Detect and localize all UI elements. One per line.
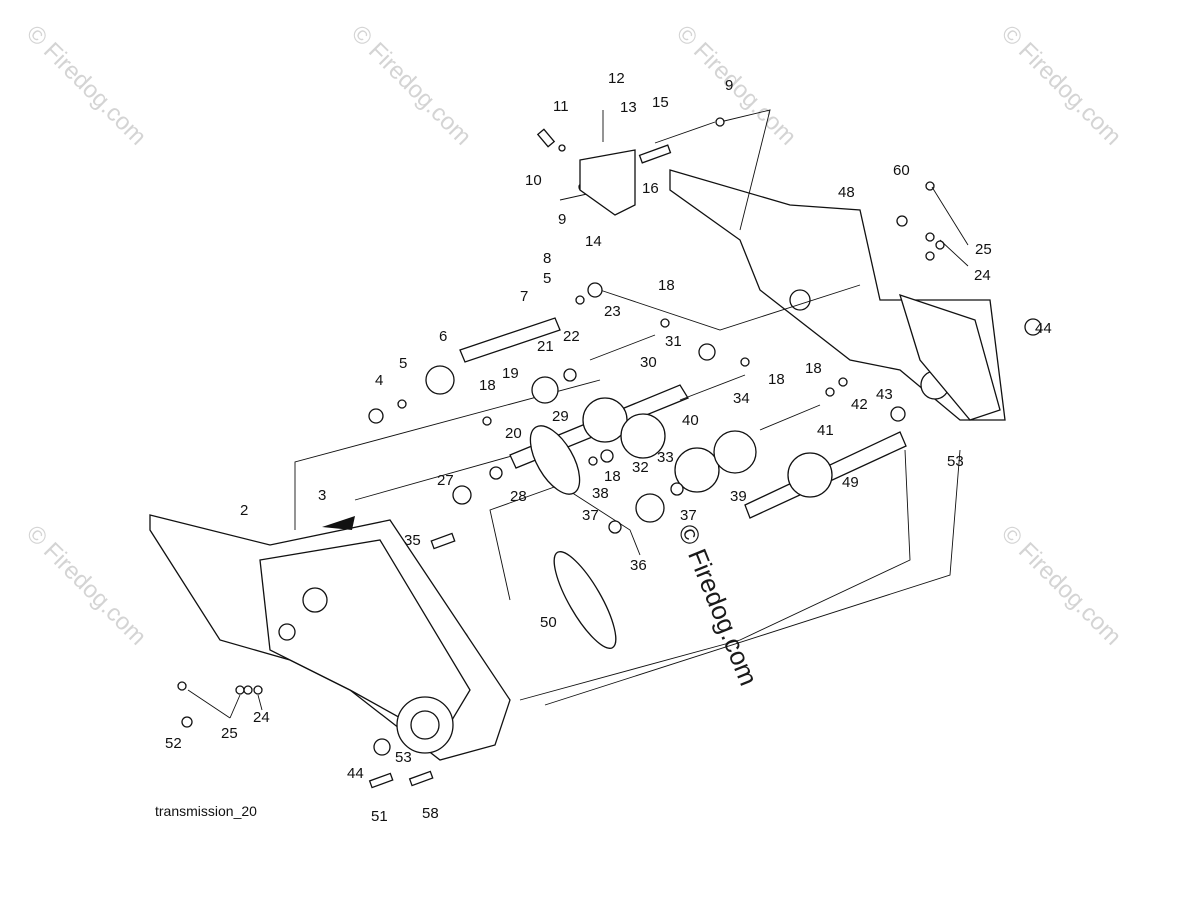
callout-label: 9 — [725, 77, 733, 94]
callout-label: 18 — [658, 277, 675, 294]
callout-label: 40 — [682, 412, 699, 429]
hardware — [177, 110, 1042, 789]
callout-label: 18 — [604, 468, 621, 485]
callout-label: 7 — [520, 288, 528, 305]
callout-label: 53 — [947, 453, 964, 470]
callout-label: 13 — [620, 99, 637, 116]
callout-label: 21 — [537, 338, 554, 355]
callout-label: 14 — [585, 233, 602, 250]
diagram-caption: transmission_20 — [155, 803, 257, 819]
callout-label: 42 — [851, 396, 868, 413]
callout-label: 30 — [640, 354, 657, 371]
callout-label: 18 — [768, 371, 785, 388]
callout-label: 53 — [395, 749, 412, 766]
callout-label: 24 — [974, 267, 991, 284]
callout-label: 19 — [502, 365, 519, 382]
callout-label: 60 — [893, 162, 910, 179]
callout-label: 5 — [399, 355, 407, 372]
callout-label: 31 — [665, 333, 682, 350]
callout-label: 34 — [733, 390, 750, 407]
callout-label: 22 — [563, 328, 580, 345]
callout-label: 32 — [632, 459, 649, 476]
callout-label: 50 — [540, 614, 557, 631]
callout-label: 24 — [253, 709, 270, 726]
right-housing — [669, 169, 1006, 421]
callout-label: 3 — [318, 487, 326, 504]
callout-label: 20 — [505, 425, 522, 442]
callout-label: 35 — [404, 532, 421, 549]
callout-label: 36 — [630, 557, 647, 574]
callout-label: 38 — [592, 485, 609, 502]
left-housing — [149, 514, 511, 761]
callout-label: 23 — [604, 303, 621, 320]
callout-label: 18 — [805, 360, 822, 377]
callout-label: 12 — [608, 70, 625, 87]
callout-label: 28 — [510, 488, 527, 505]
callout-label: 44 — [1035, 320, 1052, 337]
callout-label: 51 — [371, 808, 388, 825]
callout-label: 5 — [543, 270, 551, 287]
callout-label: 6 — [439, 328, 447, 345]
callout-label: 10 — [525, 172, 542, 189]
callout-label: 44 — [347, 765, 364, 782]
callout-label: 11 — [553, 98, 569, 115]
callout-label: 33 — [657, 449, 674, 466]
callout-label: 9 — [558, 211, 566, 228]
belts — [529, 425, 617, 649]
callout-label: 25 — [221, 725, 238, 742]
callout-label: 49 — [842, 474, 859, 491]
callout-label: 41 — [817, 422, 834, 439]
callout-label: 29 — [552, 408, 569, 425]
callout-label: 8 — [543, 250, 551, 267]
callout-label: 43 — [876, 386, 893, 403]
callout-label: 15 — [652, 94, 669, 111]
callout-label: 52 — [165, 735, 182, 752]
callout-label: 16 — [642, 180, 659, 197]
callout-label: 58 — [422, 805, 439, 822]
callout-label: 25 — [975, 241, 992, 258]
part-number-callouts: 2 3 4 5 5 6 7 8 9 9 10 11 12 13 14 15 16… — [165, 70, 1052, 825]
callout-label: 27 — [437, 472, 454, 489]
callout-leaders — [187, 186, 969, 719]
callout-label: 2 — [240, 502, 248, 519]
callout-label: 39 — [730, 488, 747, 505]
callout-label: 18 — [479, 377, 496, 394]
callout-label: 37 — [680, 507, 697, 524]
gears — [425, 365, 833, 523]
callout-label: 37 — [582, 507, 599, 524]
callout-label: 48 — [838, 184, 855, 201]
callout-label: 4 — [375, 372, 383, 389]
assembly-lines — [294, 109, 961, 706]
